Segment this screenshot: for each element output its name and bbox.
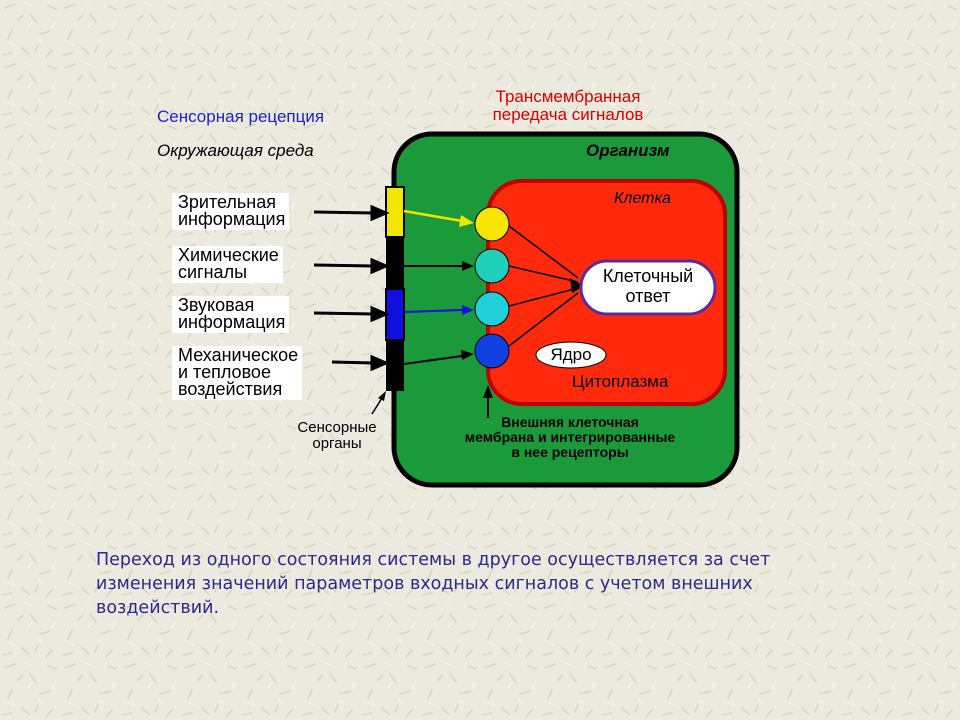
receptor-chemical	[474, 248, 510, 284]
sensory-organ-mechanical	[386, 340, 404, 391]
cell-response-shape	[579, 259, 717, 316]
transmembrane-title-line2: передача сигналов	[492, 105, 644, 124]
nucleus-shape	[535, 341, 607, 369]
transmembrane-title-line1: Трансмембранная	[495, 87, 641, 106]
input-chemical-line1: Химические	[178, 245, 279, 265]
transmembrane-title: Трансмембранная передача сигналов	[470, 88, 666, 124]
sensory-organ-chemical	[386, 237, 404, 289]
input-visual-line1: Зрительная	[178, 192, 276, 212]
receptor-mechanical	[474, 333, 510, 369]
cell-label: Клетка	[614, 190, 671, 207]
membrane-note-line3: в нее рецепторы	[511, 444, 629, 460]
input-mechanical-line2: и тепловое	[178, 362, 271, 382]
input-mechanical: Механическое и тепловое воздействия	[172, 345, 303, 400]
sensory-organs-line1: Сенсорные	[297, 419, 377, 436]
membrane-note-line2: мембрана и интегрированные	[464, 429, 676, 445]
cytoplasm-label: Цитоплазма	[572, 372, 669, 391]
cell-response-line1: Клеточный	[602, 266, 694, 286]
input-sound-line1: Звуковая	[178, 295, 255, 315]
sensory-organ-visual	[385, 186, 405, 238]
input-chemical-line2: сигналы	[178, 262, 248, 282]
receptor-visual	[474, 206, 510, 242]
receptor-sound	[474, 291, 510, 327]
input-visual-line2: информация	[178, 209, 286, 229]
input-sound-line2: информация	[178, 312, 286, 332]
sensory-organs-line2: органы	[312, 435, 362, 452]
organism-label: Организм	[586, 141, 670, 160]
sensory-organs-label: Сенсорные органы	[282, 420, 392, 452]
caption-text: Переход из одного состояния системы в др…	[96, 550, 771, 618]
input-mechanical-line1: Механическое	[178, 345, 299, 365]
sensory-reception-title: Сенсорная рецепция	[157, 107, 325, 126]
cell-response-label: Клеточный ответ	[584, 266, 712, 306]
environment-label: Окружающая среда	[157, 141, 314, 160]
cell-response-line2: ответ	[625, 286, 671, 306]
sensory-organ-sound	[385, 288, 405, 341]
input-chemical: Химические сигналы	[172, 246, 283, 283]
membrane-note: Внешняя клеточная мембрана и интегрирова…	[434, 415, 706, 460]
input-sound: Звуковая информация	[172, 295, 290, 333]
input-mechanical-line3: воздействия	[178, 379, 283, 399]
nucleus-label: Ядро	[550, 345, 592, 364]
membrane-note-line1: Внешняя клеточная	[501, 414, 639, 430]
input-visual: Зрительная информация	[172, 192, 290, 230]
